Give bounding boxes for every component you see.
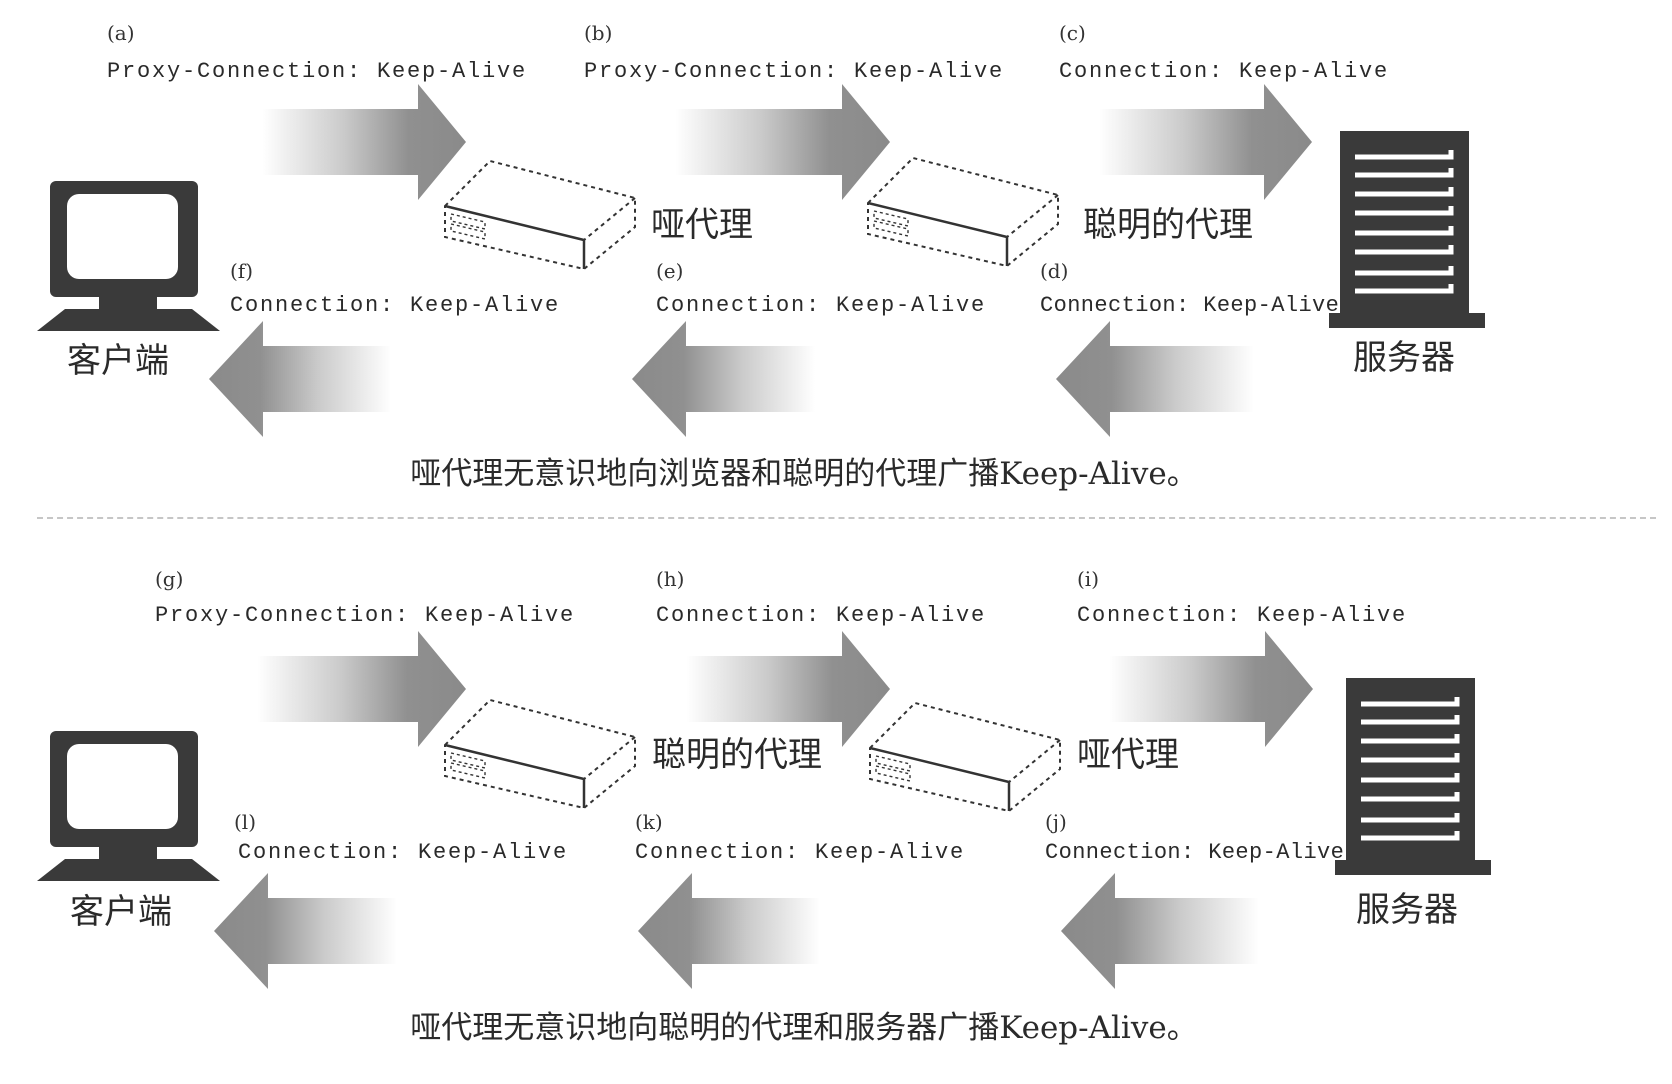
request-arrow-h	[686, 631, 890, 747]
message-tag-g: (g)	[155, 567, 184, 591]
proxy-box-icon-right	[868, 701, 1062, 813]
message-tag-f: (f)	[230, 259, 254, 283]
message-header-c: Connection: Keep-Alive	[1059, 59, 1390, 84]
message-tag-h: (h)	[656, 567, 685, 591]
right-proxy-label: 哑代理	[1077, 735, 1179, 775]
right-proxy-label: 聪明的代理	[1083, 205, 1253, 245]
response-arrow-j	[1061, 873, 1259, 989]
server-icon	[1329, 131, 1485, 328]
message-header-g: Proxy-Connection: Keep-Alive	[155, 603, 576, 628]
server-label: 服务器	[1353, 338, 1455, 378]
response-arrow-e	[632, 321, 815, 437]
panel-top: (a) Proxy-Connection: Keep-Alive (b) Pro…	[0, 0, 1672, 518]
message-tag-i: (i)	[1077, 567, 1100, 591]
response-arrow-l	[214, 873, 397, 989]
proxy-box-icon-left	[443, 698, 637, 810]
server-label: 服务器	[1356, 890, 1458, 930]
panel-divider	[37, 517, 1656, 519]
message-tag-a: (a)	[107, 21, 135, 45]
request-arrow-c	[1099, 84, 1312, 200]
response-arrow-f	[209, 321, 391, 437]
message-header-i: Connection: Keep-Alive	[1077, 603, 1408, 628]
response-arrow-d	[1056, 321, 1254, 437]
client-label: 客户端	[67, 341, 169, 381]
message-header-k: Connection: Keep-Alive	[635, 840, 966, 865]
request-arrow-i	[1109, 631, 1313, 747]
message-header-b: Proxy-Connection: Keep-Alive	[584, 59, 1005, 84]
panel-bottom: (g) Proxy-Connection: Keep-Alive (h) Con…	[0, 518, 1672, 1084]
client-computer-icon	[37, 181, 220, 331]
server-icon	[1335, 678, 1491, 875]
caption: 哑代理无意识地向浏览器和聪明的代理广播Keep-Alive。	[410, 456, 1198, 492]
response-arrow-k	[638, 873, 820, 989]
message-tag-j: (j)	[1045, 810, 1067, 834]
panel-top-graphics	[37, 84, 1672, 437]
client-label: 客户端	[70, 892, 172, 932]
client-computer-icon	[37, 731, 220, 881]
message-tag-d: (d)	[1040, 259, 1069, 283]
panel-bottom-graphics	[37, 631, 1672, 989]
message-header-e: Connection: Keep-Alive	[656, 293, 987, 318]
request-arrow-g	[257, 631, 466, 747]
message-header-j: Connection: Keep-Alive	[1045, 840, 1345, 865]
message-header-d: Connection: Keep-Alive	[1040, 293, 1340, 318]
message-header-l: Connection: Keep-Alive	[238, 840, 569, 865]
message-tag-l: (l)	[234, 810, 257, 834]
message-header-a: Proxy-Connection: Keep-Alive	[107, 59, 528, 84]
request-arrow-a	[262, 84, 466, 200]
caption: 哑代理无意识地向聪明的代理和服务器广播Keep-Alive。	[410, 1010, 1198, 1046]
request-arrow-b	[675, 84, 890, 200]
left-proxy-label: 哑代理	[651, 205, 753, 245]
message-header-f: Connection: Keep-Alive	[230, 293, 561, 318]
message-header-h: Connection: Keep-Alive	[656, 603, 987, 628]
message-tag-b: (b)	[584, 21, 613, 45]
message-tag-k: (k)	[635, 810, 663, 834]
proxy-box-icon-left	[443, 159, 637, 271]
message-tag-c: (c)	[1059, 21, 1086, 45]
left-proxy-label: 聪明的代理	[652, 735, 822, 775]
proxy-box-icon-right	[866, 156, 1060, 268]
message-tag-e: (e)	[656, 259, 684, 283]
